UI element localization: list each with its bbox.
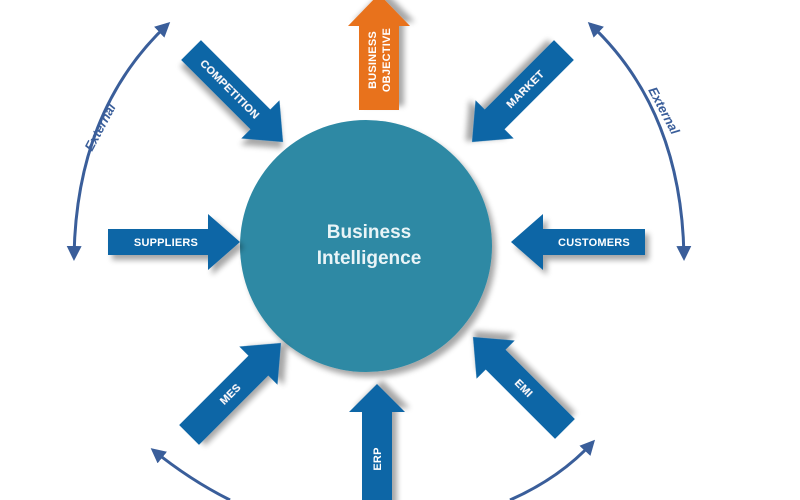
emi-arrow: EMI [453, 317, 585, 449]
mes-arrow: MES [169, 323, 301, 455]
business-objective-arrow: BUSINESS OBJECTIVE [348, 0, 410, 110]
competition-arrow: COMPETITION [171, 30, 303, 162]
competition-label: COMPETITION [197, 58, 261, 122]
customers-arrow: CUSTOMERS [511, 214, 645, 270]
erp-arrow: ERP [349, 384, 405, 500]
market-arrow: MARKET [452, 30, 584, 162]
center-label-line1: Business [327, 222, 411, 243]
business-objective-label-1: BUSINESS [367, 31, 379, 89]
internal-arc-left [150, 448, 231, 500]
external-label-left: External [81, 101, 119, 154]
external-arc-right [587, 21, 692, 261]
customers-label: CUSTOMERS [558, 237, 630, 249]
external-arc-left [66, 21, 171, 261]
internal-arc-right [509, 439, 596, 500]
suppliers-arrow: SUPPLIERS [108, 214, 240, 270]
external-label-right: External [645, 84, 683, 137]
suppliers-label: SUPPLIERS [134, 237, 198, 249]
business-intelligence-circle [240, 120, 492, 372]
center-label-line2: Intelligence [317, 248, 422, 269]
erp-label: ERP [372, 447, 384, 470]
business-objective-label-2: OBJECTIVE [381, 28, 393, 92]
